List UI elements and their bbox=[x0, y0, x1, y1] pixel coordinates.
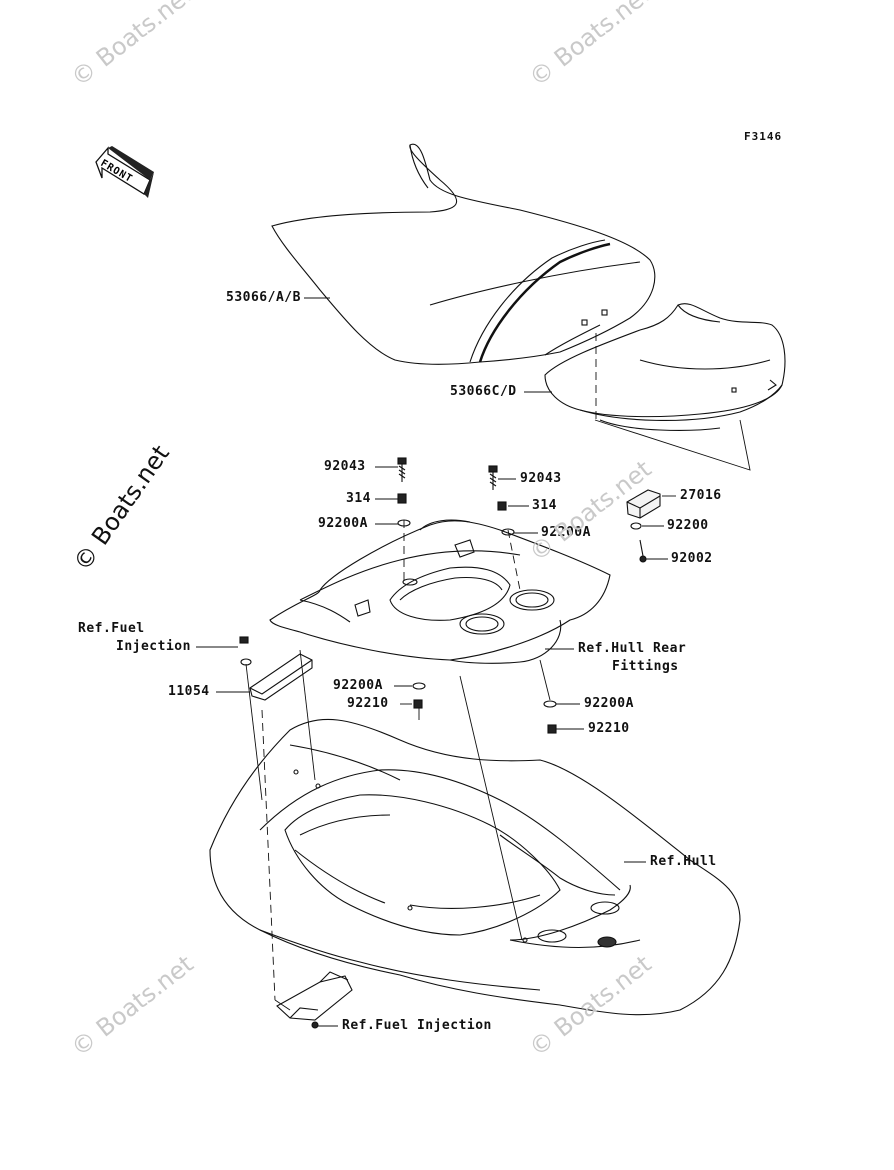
label-ref-hull-rear-line2: Fittings bbox=[612, 659, 679, 674]
latch-shape bbox=[626, 489, 661, 519]
label-washer-lower-left: 92200A bbox=[333, 678, 383, 693]
hull-outline bbox=[209, 718, 741, 1016]
label-ref-hull-rear-line1: Ref.Hull Rear bbox=[578, 641, 687, 656]
label-ref-fuel-line1: Ref.Fuel bbox=[78, 621, 145, 636]
front-seat-outline bbox=[271, 143, 656, 365]
label-nut-left: 314 bbox=[346, 491, 371, 506]
label-washer-right: 92200A bbox=[541, 525, 591, 540]
label-nut-right: 314 bbox=[532, 498, 557, 513]
lower-bracket-shape bbox=[276, 971, 353, 1029]
label-latch-bolt: 92002 bbox=[671, 551, 713, 566]
figure-code: F3146 bbox=[744, 130, 783, 143]
label-bolt-right: 92043 bbox=[520, 471, 562, 486]
label-seat-front: 53066/A/B bbox=[226, 290, 301, 305]
label-seat-rear: 53066C/D bbox=[450, 384, 517, 399]
label-bolt-left: 92043 bbox=[324, 459, 366, 474]
label-ref-hull: Ref.Hull bbox=[650, 854, 717, 869]
front-arrow-icon bbox=[95, 146, 154, 198]
label-latch-washer: 92200 bbox=[667, 518, 709, 533]
label-nut-lower-right: 92210 bbox=[588, 721, 630, 736]
seat-base-outline bbox=[269, 519, 611, 664]
label-latch: 27016 bbox=[680, 488, 722, 503]
label-washer-left: 92200A bbox=[318, 516, 368, 531]
label-nut-lower-left: 92210 bbox=[347, 696, 389, 711]
label-ref-fuel-injection: Ref.Fuel Injection bbox=[342, 1018, 492, 1033]
fasteners bbox=[239, 457, 647, 734]
label-bracket: 11054 bbox=[168, 684, 210, 699]
label-washer-lower-right: 92200A bbox=[584, 696, 634, 711]
label-ref-fuel-line2: Injection bbox=[116, 639, 191, 654]
bracket-shape bbox=[249, 653, 313, 701]
rear-seat-outline bbox=[544, 303, 786, 431]
